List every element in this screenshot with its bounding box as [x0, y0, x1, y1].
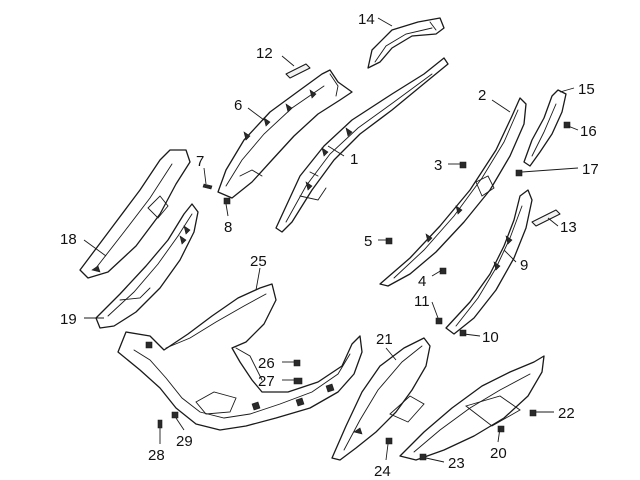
leader-20 [497, 427, 501, 443]
leader-9 [503, 249, 517, 263]
callout-labels: 1 2 3 4 5 6 7 8 9 10 11 12 13 14 15 16 1… [60, 11, 599, 480]
part-1-side-panel [275, 57, 449, 233]
callout-24: 24 [374, 463, 391, 480]
part-3-screw [459, 161, 467, 169]
leader-29 [175, 417, 185, 431]
leader-14 [377, 17, 393, 27]
leader-16 [567, 125, 579, 131]
callout-18: 18 [60, 231, 77, 248]
callout-4: 4 [418, 273, 426, 290]
leader-11 [431, 301, 439, 319]
leader-25 [255, 267, 261, 291]
part-18-inner-panel [79, 149, 191, 279]
part-17-nut [515, 169, 523, 177]
callout-6: 6 [234, 97, 242, 114]
part-11-nut [435, 317, 443, 325]
callout-10: 10 [482, 329, 499, 346]
callout-1: 1 [350, 151, 358, 168]
part-14-grab-handle [367, 17, 445, 69]
leader-lines [83, 17, 579, 463]
callout-16: 16 [580, 123, 597, 140]
part-4-screw [439, 267, 447, 275]
leader-8 [225, 203, 229, 217]
callout-14: 14 [358, 11, 375, 28]
leader-10 [463, 333, 481, 337]
part-2-side-panel [379, 97, 527, 287]
leader-24 [385, 443, 389, 461]
leader-15 [559, 87, 575, 93]
part-12-emblem [285, 63, 311, 79]
part-5-screw [385, 237, 393, 245]
callout-20: 20 [490, 445, 507, 462]
part-19-lower-panel [95, 203, 199, 329]
part-26-screw [293, 359, 301, 367]
callout-28: 28 [148, 447, 165, 464]
callout-13: 13 [560, 219, 577, 236]
callout-26: 26 [258, 355, 275, 372]
part-10-screw [459, 329, 467, 337]
callout-17: 17 [582, 161, 599, 178]
part-6-side-panel [217, 69, 353, 199]
callout-22: 22 [558, 405, 575, 422]
callout-12: 12 [256, 45, 273, 62]
callout-25: 25 [250, 253, 267, 270]
callout-8: 8 [224, 219, 232, 236]
part-27-nut [293, 377, 303, 385]
callout-2: 2 [478, 87, 486, 104]
part-15-cover [523, 89, 567, 167]
part-24-clip [385, 437, 393, 445]
callout-3: 3 [434, 157, 442, 174]
part-28-screw [157, 419, 163, 429]
callout-5: 5 [364, 233, 372, 250]
part-20-rear-panel [399, 355, 545, 461]
callout-7: 7 [196, 153, 204, 170]
leader-4 [431, 269, 443, 277]
part-8-clip [223, 197, 231, 205]
callout-9: 9 [520, 257, 528, 274]
callout-15: 15 [578, 81, 595, 98]
leader-1 [327, 145, 345, 157]
part-7-screw [202, 183, 213, 190]
leader-21 [385, 347, 397, 361]
callout-21: 21 [376, 331, 393, 348]
part-23-screw [419, 453, 427, 461]
callout-11: 11 [414, 293, 430, 310]
leader-18 [83, 239, 107, 257]
leader-23 [425, 457, 445, 463]
callout-29: 29 [176, 433, 193, 450]
part-9-rear-strip [445, 189, 533, 335]
callout-23: 23 [448, 455, 465, 472]
leader-12 [281, 55, 295, 67]
part-22-screw [529, 409, 537, 417]
leader-2 [491, 99, 511, 113]
part-13-emblem [531, 209, 561, 227]
callout-19: 19 [60, 311, 77, 328]
leader-17 [521, 167, 579, 173]
part-25-lower-body [117, 283, 363, 431]
leader-7 [203, 167, 207, 185]
leader-6 [247, 107, 265, 121]
part-21-side-panel [331, 337, 431, 461]
callout-27: 27 [258, 373, 275, 390]
leader-13 [547, 217, 559, 227]
part-16-screw [563, 121, 571, 129]
part-29-clip [171, 411, 179, 419]
